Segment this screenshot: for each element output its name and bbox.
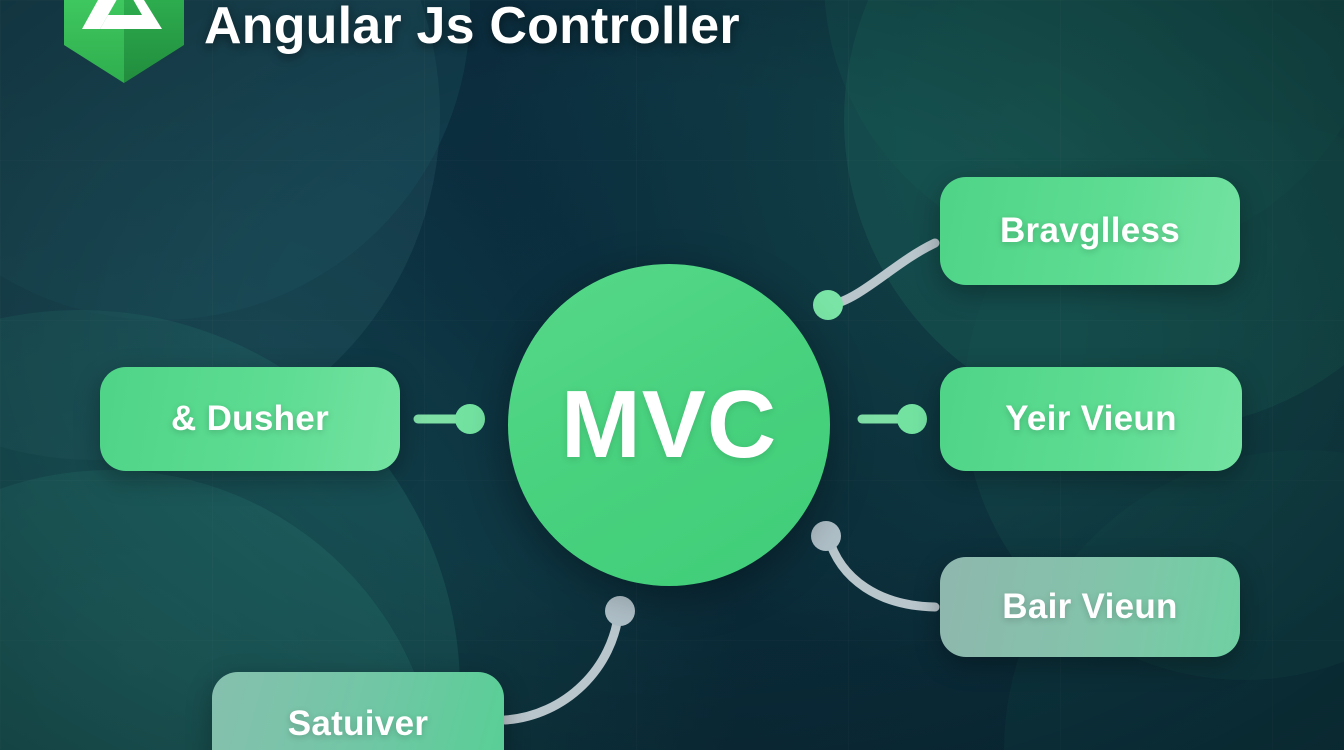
node-yeir-vieun[interactable]: Yeir Vieun <box>940 367 1242 471</box>
node-yeir-vieun-label: Yeir Vieun <box>1005 399 1177 438</box>
node-dusher-label: & Dusher <box>171 399 329 438</box>
connector-dot-dusher <box>455 404 485 434</box>
connector-dot-bair-vieun <box>811 521 841 551</box>
page-title: Angular Js Controller <box>204 0 740 55</box>
node-satuiver-label: Satuiver <box>287 704 429 743</box>
header: Angular Js Controller <box>0 0 1344 83</box>
connector-bair-vieun <box>823 531 940 612</box>
angular-shield-icon <box>62 0 186 85</box>
connector-satuiver <box>500 604 624 725</box>
connector-dot-yeir-vieun <box>897 404 927 434</box>
center-node-mvc[interactable]: MVC <box>508 264 830 586</box>
node-bair-vieun[interactable]: Bair Vieun <box>940 557 1240 657</box>
node-satuiver[interactable]: Satuiver <box>212 672 504 750</box>
node-bravglless-label: Bravglless <box>999 211 1181 250</box>
connector-dot-satuiver <box>605 596 635 626</box>
center-node-label: MVC <box>560 371 778 478</box>
node-bravglless[interactable]: Bravglless <box>940 177 1240 285</box>
connector-bravglless <box>825 238 940 310</box>
node-bair-vieun-label: Bair Vieun <box>1002 587 1178 626</box>
node-dusher[interactable]: & Dusher <box>100 367 400 471</box>
connector-dot-bravglless <box>813 290 843 320</box>
